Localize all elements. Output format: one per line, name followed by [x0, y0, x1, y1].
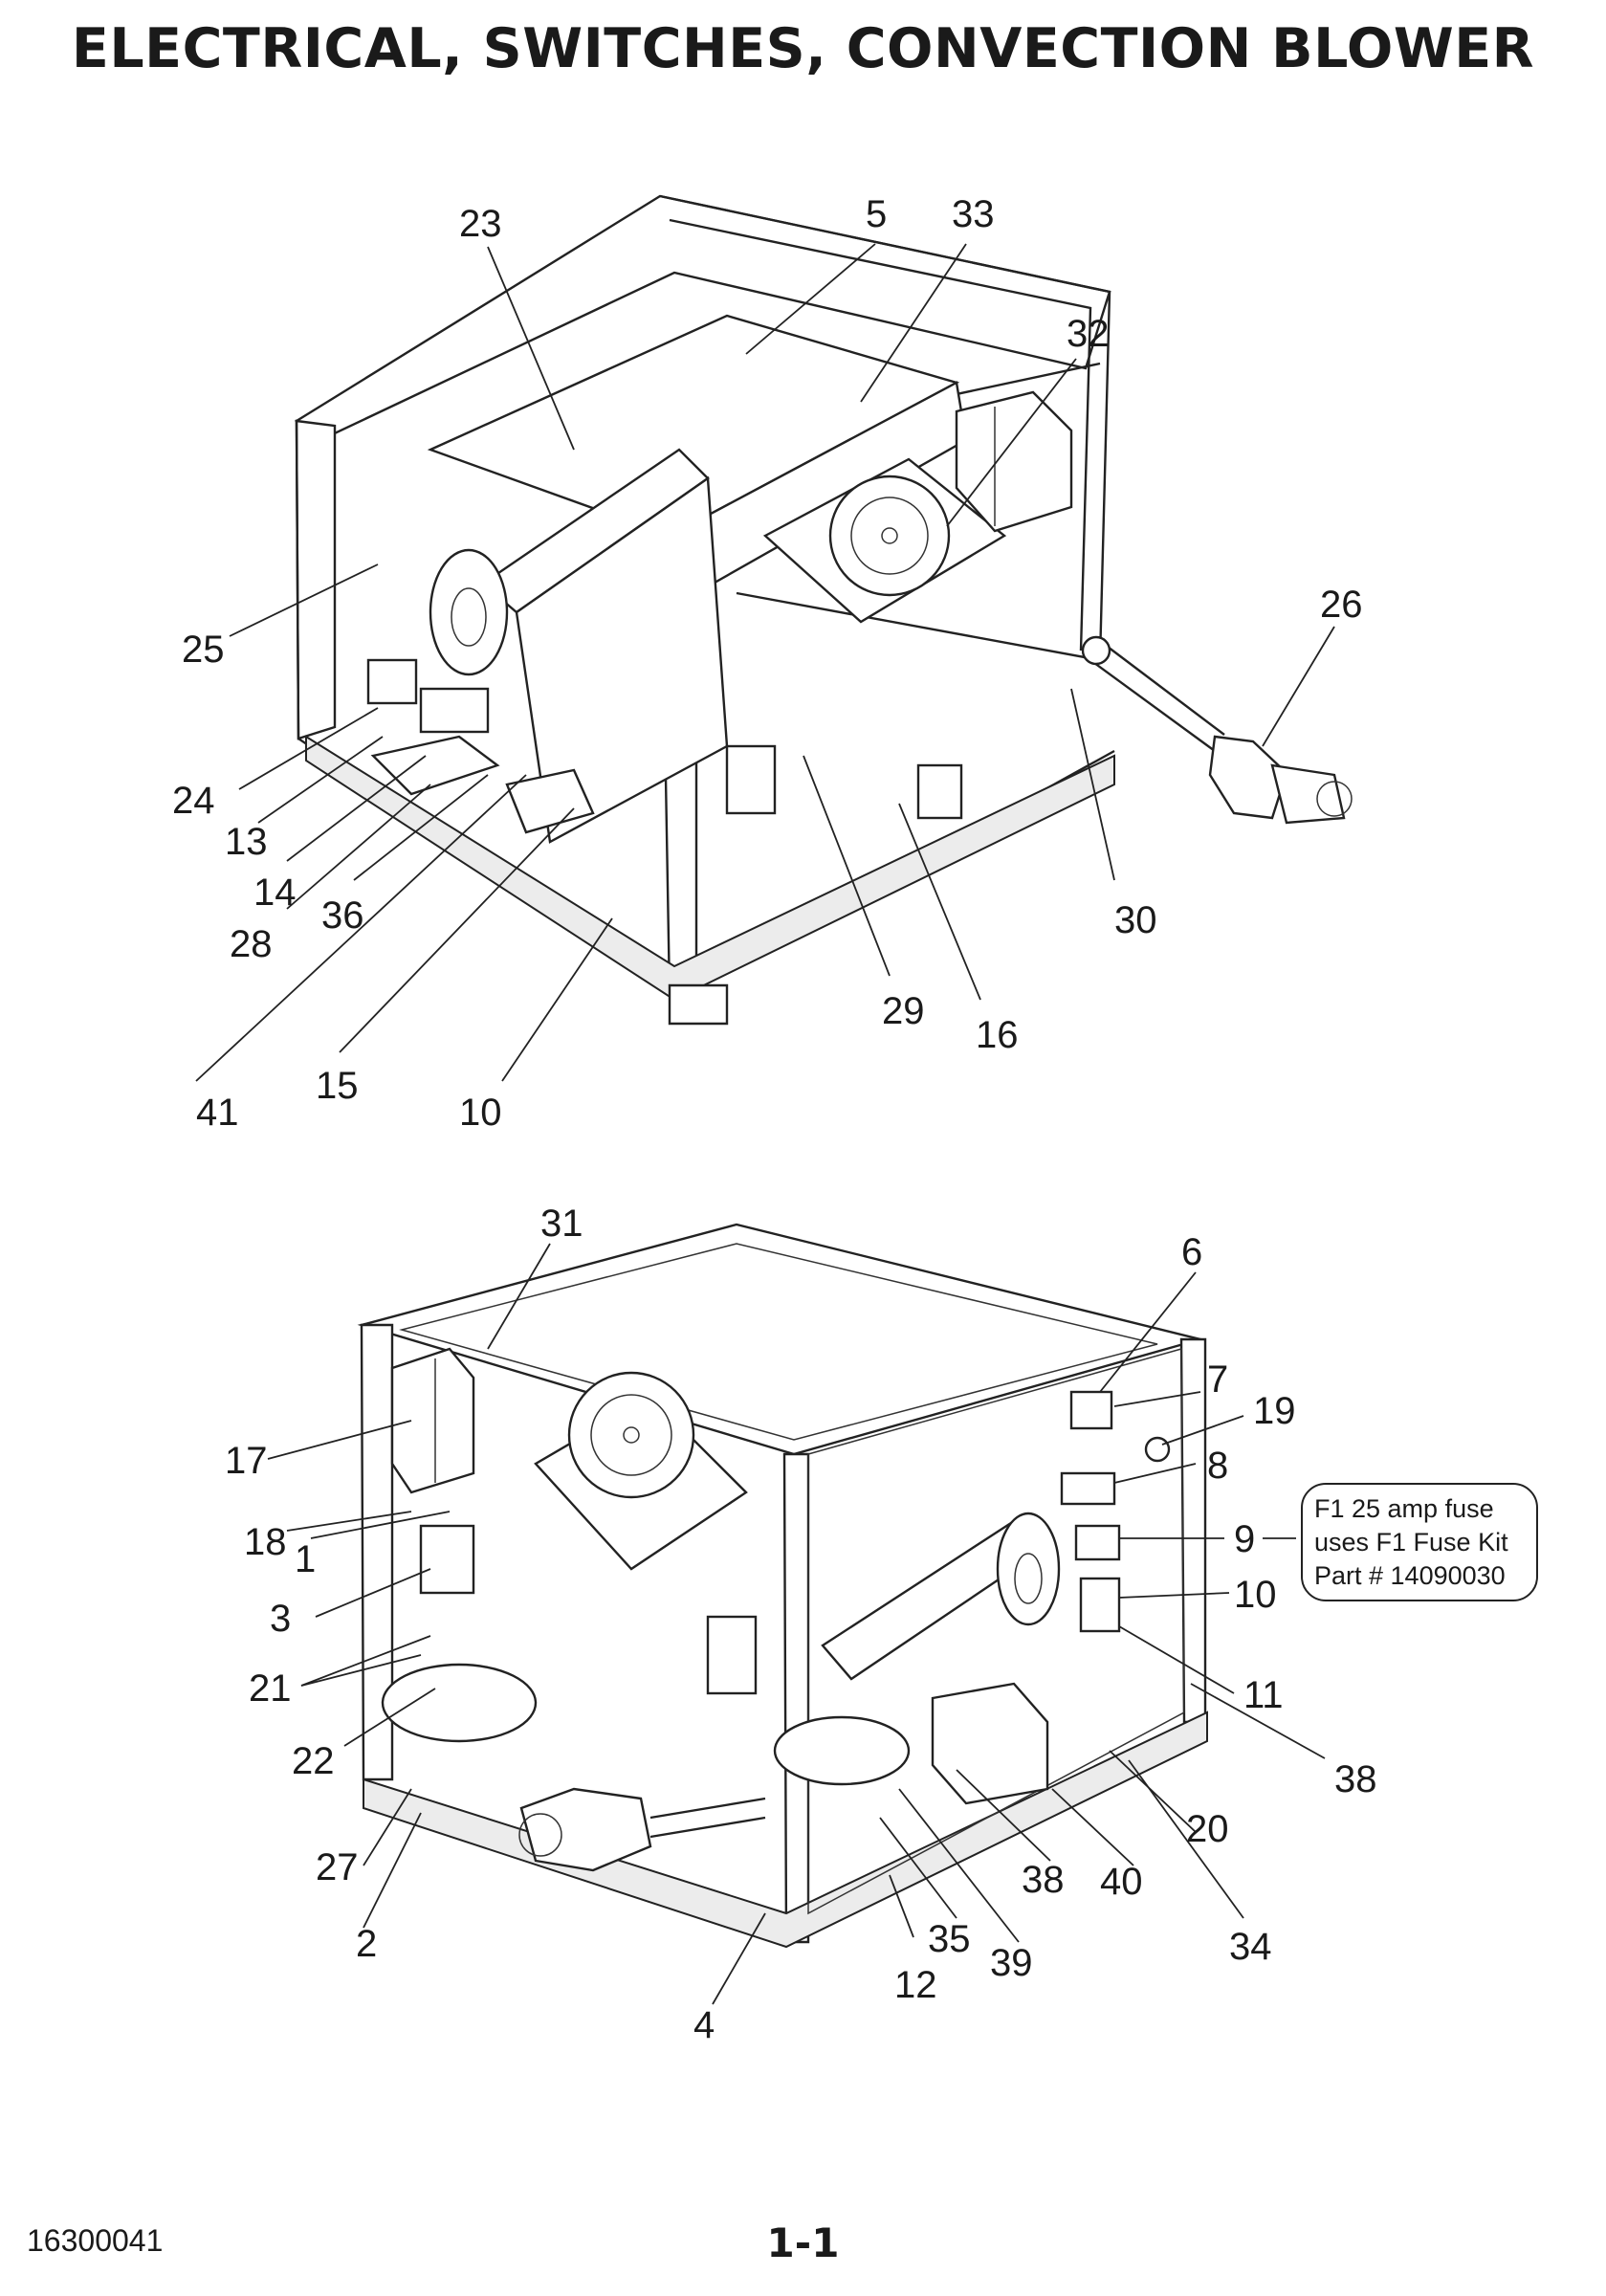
callout-17: 17 — [225, 1440, 268, 1482]
callout-27: 27 — [316, 1846, 359, 1888]
callout-11: 11 — [1243, 1674, 1284, 1716]
callout-12: 12 — [894, 1964, 937, 2006]
callout-36: 36 — [321, 894, 364, 937]
top-oven-chassis-illustration — [294, 194, 1353, 1026]
callout-38b: 38 — [1022, 1859, 1065, 1901]
document-number: 16300041 — [27, 2223, 164, 2258]
callout-6: 6 — [1181, 1231, 1202, 1273]
callout-1: 1 — [295, 1538, 316, 1580]
callout-25: 25 — [182, 629, 225, 671]
callout-13: 13 — [225, 821, 268, 863]
callout-24: 24 — [172, 780, 215, 822]
callout-19: 19 — [1253, 1390, 1296, 1432]
callout-39: 39 — [990, 1942, 1033, 1984]
callout-23: 23 — [459, 203, 502, 245]
fuse-note-line: uses F1 Fuse Kit — [1314, 1528, 1508, 1556]
callout-34: 34 — [1229, 1926, 1272, 1968]
top-view-callouts: 23 5 33 32 26 25 24 13 14 28 36 30 29 16… — [172, 193, 1363, 1134]
callout-16: 16 — [976, 1014, 1019, 1056]
callout-40: 40 — [1100, 1861, 1143, 1903]
callout-31: 31 — [540, 1203, 583, 1245]
callout-10b: 10 — [1234, 1574, 1277, 1616]
page-number: 1-1 — [766, 2219, 840, 2266]
callout-41: 41 — [196, 1092, 239, 1134]
callout-18: 18 — [244, 1521, 287, 1563]
callout-7: 7 — [1207, 1358, 1228, 1401]
fuse-note-line: Part # 14090030 — [1314, 1561, 1506, 1590]
bottom-oven-chassis-illustration — [357, 1223, 1208, 1949]
callout-2: 2 — [356, 1923, 377, 1965]
top-view-leader-lines — [195, 243, 1335, 1082]
callout-3: 3 — [270, 1598, 291, 1640]
bottom-view-callouts: 31 6 7 19 8 9 10 11 38 17 18 1 3 21 22 2… — [225, 1203, 1377, 2046]
callout-29: 29 — [882, 990, 925, 1032]
fuse-note-box: F1 25 amp fuse uses F1 Fuse Kit Part # 1… — [1301, 1483, 1538, 1601]
callout-10: 10 — [459, 1092, 502, 1134]
callout-15: 15 — [316, 1065, 359, 1107]
callout-26: 26 — [1320, 584, 1363, 626]
page-title: ELECTRICAL, SWITCHES, CONVECTION BLOWER — [71, 17, 1535, 80]
callout-30: 30 — [1114, 899, 1157, 941]
fuse-note-line: F1 25 amp fuse — [1314, 1494, 1494, 1523]
bottom-view-leader-lines — [267, 1243, 1326, 2005]
callout-8: 8 — [1207, 1445, 1228, 1487]
callout-14: 14 — [253, 872, 297, 914]
callout-9: 9 — [1234, 1518, 1255, 1560]
callout-20: 20 — [1186, 1808, 1229, 1850]
callout-4: 4 — [693, 2004, 715, 2046]
callout-21: 21 — [249, 1667, 292, 1710]
callout-33: 33 — [952, 193, 995, 235]
callout-28: 28 — [230, 923, 273, 965]
callout-32: 32 — [1067, 313, 1110, 355]
callout-5: 5 — [866, 193, 887, 235]
callout-35: 35 — [928, 1918, 971, 1960]
callout-38a: 38 — [1334, 1758, 1377, 1800]
callout-22: 22 — [292, 1740, 335, 1782]
